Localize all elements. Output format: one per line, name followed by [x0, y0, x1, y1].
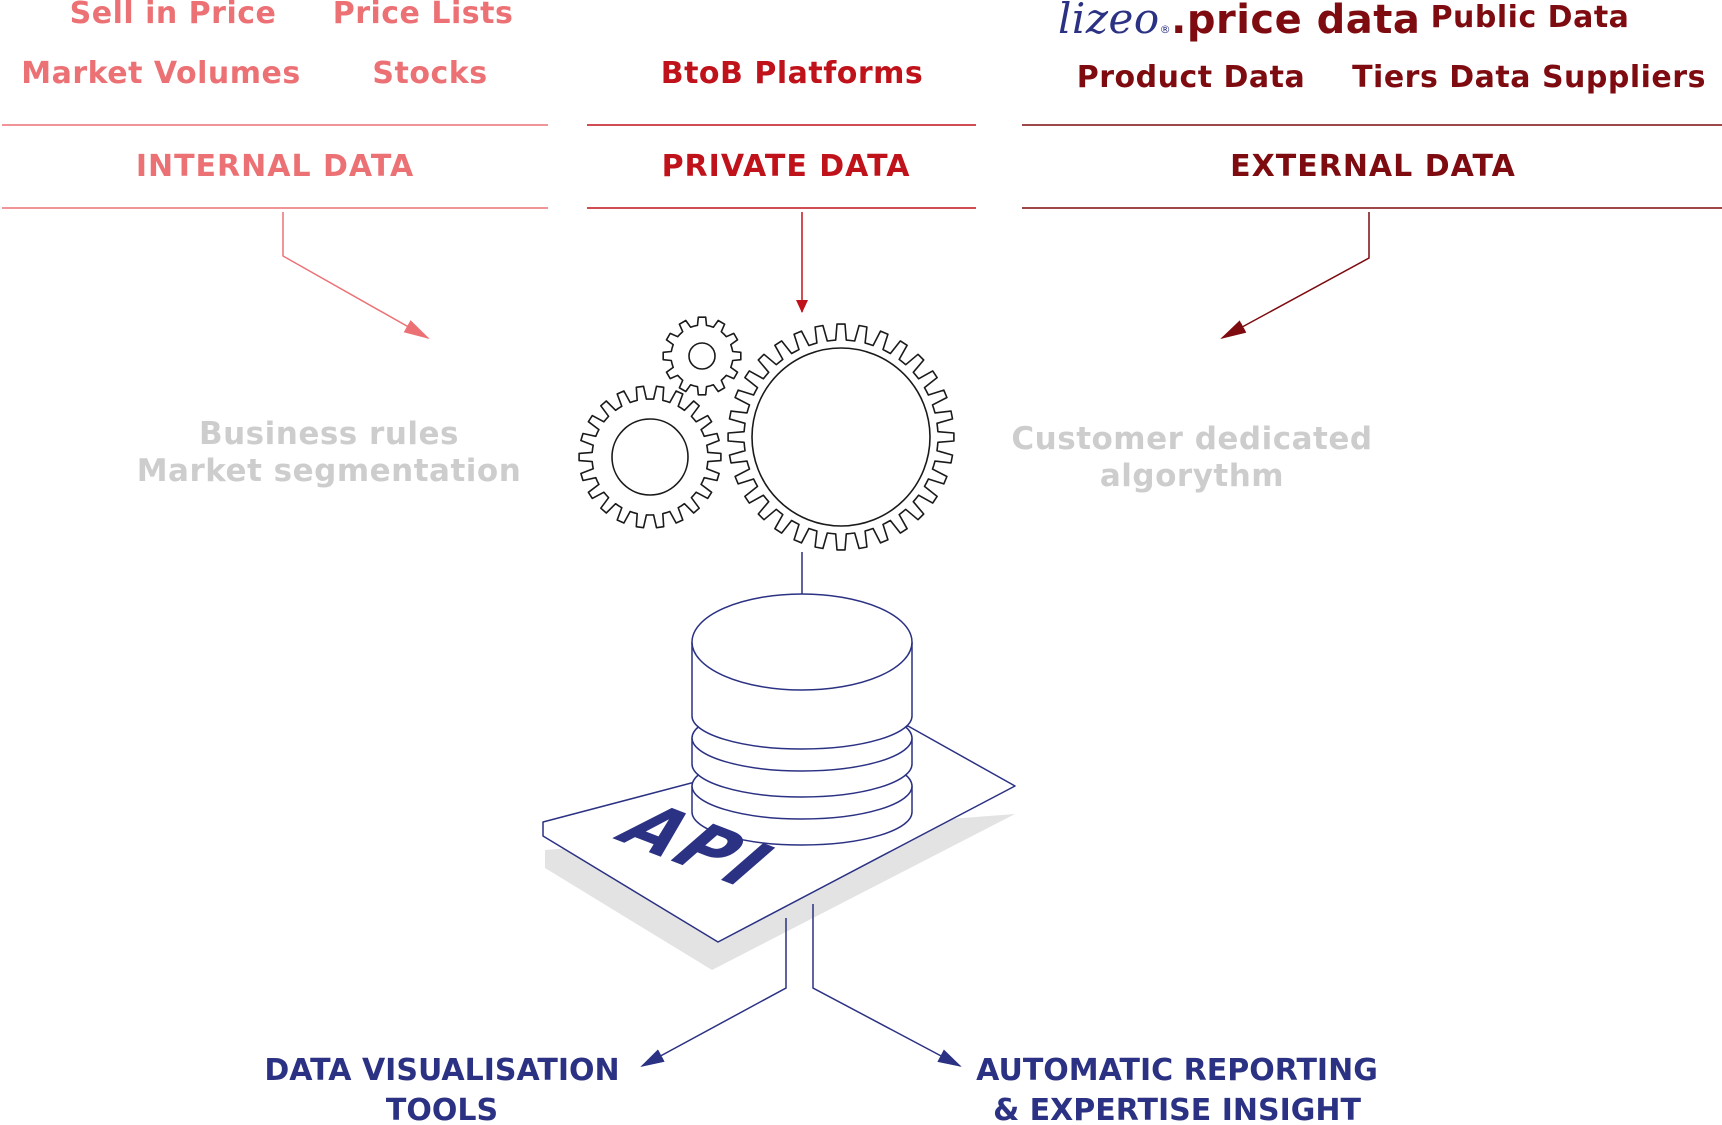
- process-market-segmentation: Market segmentation: [136, 453, 522, 489]
- source-tiers-data-suppliers: Tiers Data Suppliers: [1352, 60, 1706, 95]
- source-price-lists: Price Lists: [332, 0, 514, 31]
- output-left-line-1: DATA VISUALISATION: [264, 1053, 620, 1088]
- internal-divider-lines: [2, 124, 548, 209]
- process-algorythm: algorythm: [1099, 458, 1285, 494]
- output-left-line-2: TOOLS: [385, 1093, 499, 1125]
- process-business-rules: Business rules: [198, 416, 460, 452]
- output-right-line-1: AUTOMATIC REPORTING: [976, 1053, 1378, 1088]
- output-automatic-reporting: AUTOMATIC REPORTING & EXPERTISE INSIGHT: [976, 1051, 1378, 1125]
- database-icon: [691, 593, 913, 846]
- category-external-data: EXTERNAL DATA: [1230, 149, 1516, 184]
- logo-registered-mark: ®: [1159, 23, 1172, 36]
- source-market-volumes: Market Volumes: [21, 56, 301, 91]
- source-public-data: Public Data: [1430, 0, 1630, 35]
- source-product-data: Product Data: [1076, 60, 1306, 95]
- category-private-data: PRIVATE DATA: [661, 149, 911, 184]
- external-divider-lines: [1022, 124, 1722, 209]
- small-gear-hole: [688, 342, 716, 370]
- internal-process-text: Business rules Market segmentation: [137, 416, 522, 490]
- output-data-visualisation-tools: DATA VISUALISATION TOOLS: [264, 1051, 619, 1125]
- output-arrow-left: [640, 918, 787, 1067]
- source-btob-platforms: BtoB Platforms: [660, 56, 924, 91]
- logo-script-text: lizeo: [1058, 0, 1160, 43]
- output-right-line-2: & EXPERTISE INSIGHT: [993, 1093, 1361, 1125]
- large-gear-hole: [751, 347, 931, 527]
- source-stocks: Stocks: [372, 56, 488, 91]
- output-arrow-right: [812, 904, 962, 1067]
- source-sell-in-price: Sell in Price: [69, 0, 277, 31]
- private-divider-lines: [587, 124, 976, 209]
- gears-icon: [578, 316, 955, 551]
- external-process-text: Customer dedicated algorythm: [1011, 421, 1372, 495]
- process-customer-dedicated: Customer dedicated: [1011, 421, 1373, 457]
- logo-main-text: .price data: [1171, 0, 1421, 43]
- lizeo-price-data-logo: lizeo®.price data: [1058, 0, 1420, 43]
- category-internal-data: INTERNAL DATA: [135, 149, 415, 184]
- internal-arrow: [282, 212, 430, 339]
- external-arrow: [1220, 212, 1370, 339]
- medium-gear-hole: [611, 418, 689, 496]
